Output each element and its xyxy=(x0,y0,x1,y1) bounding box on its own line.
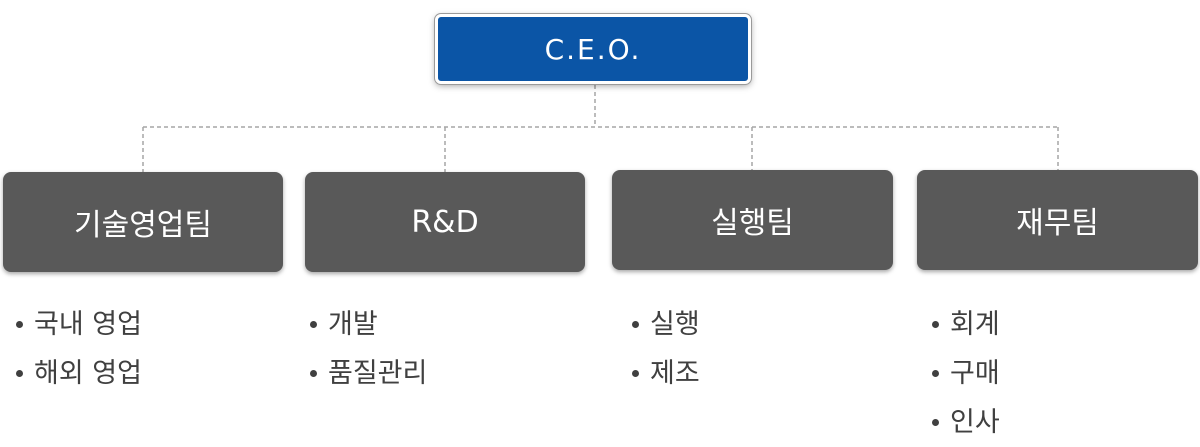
bullet-icon xyxy=(932,419,939,426)
list-item: 인사 xyxy=(932,398,1000,447)
team-label: 기술영업팀 xyxy=(74,208,212,243)
list-item-label: 구매 xyxy=(950,357,1000,389)
team-node-finance: 재무팀 xyxy=(917,170,1198,270)
team-node-rnd: R&D xyxy=(305,172,585,272)
team-node-execution: 실행팀 xyxy=(612,170,893,270)
list-item-label: 인사 xyxy=(950,406,1000,438)
team-node-sales: 기술영업팀 xyxy=(3,172,283,272)
team-duties-sales: 국내 영업 해외 영업 xyxy=(16,300,142,398)
bullet-icon xyxy=(310,321,317,328)
list-item-label: 해외 영업 xyxy=(34,357,142,389)
list-item: 국내 영업 xyxy=(16,300,142,349)
bullet-icon xyxy=(632,370,639,377)
list-item: 실행 xyxy=(632,300,700,349)
list-item: 구매 xyxy=(932,349,1000,398)
list-item-label: 개발 xyxy=(328,308,378,340)
list-item: 해외 영업 xyxy=(16,349,142,398)
list-item-label: 회계 xyxy=(950,308,1000,340)
bullet-icon xyxy=(632,321,639,328)
bullet-icon xyxy=(310,370,317,377)
list-item: 품질관리 xyxy=(310,349,427,398)
list-item: 개발 xyxy=(310,300,427,349)
team-duties-execution: 실행 제조 xyxy=(632,300,700,398)
list-item: 제조 xyxy=(632,349,700,398)
bullet-icon xyxy=(932,370,939,377)
list-item-label: 국내 영업 xyxy=(34,308,142,340)
team-label: 재무팀 xyxy=(1016,206,1099,241)
ceo-label: C.E.O. xyxy=(544,32,642,66)
list-item-label: 실행 xyxy=(650,308,700,340)
team-label: 실행팀 xyxy=(711,206,794,241)
team-duties-finance: 회계 구매 인사 xyxy=(932,300,1000,447)
ceo-node: C.E.O. xyxy=(435,14,751,84)
team-label: R&D xyxy=(411,204,479,240)
list-item: 회계 xyxy=(932,300,1000,349)
list-item-label: 제조 xyxy=(650,357,700,389)
list-item-label: 품질관리 xyxy=(328,357,428,389)
bullet-icon xyxy=(16,370,23,377)
team-duties-rnd: 개발 품질관리 xyxy=(310,300,427,398)
bullet-icon xyxy=(16,321,23,328)
bullet-icon xyxy=(932,321,939,328)
